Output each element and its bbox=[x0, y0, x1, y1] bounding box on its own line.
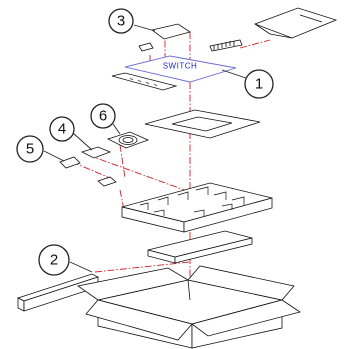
assembly-axis-lines bbox=[71, 28, 271, 300]
plastic-bag bbox=[253, 7, 338, 39]
quick-guide-card bbox=[151, 23, 191, 40]
small-tag bbox=[59, 156, 81, 169]
callout-6: 6 bbox=[90, 103, 116, 129]
shipping-box bbox=[77, 265, 301, 349]
callout-5-number: 5 bbox=[26, 141, 34, 158]
callout-5: 5 bbox=[16, 135, 44, 163]
callout-1: 1 bbox=[244, 69, 274, 99]
callout-2-number: 2 bbox=[50, 252, 58, 269]
base-plate bbox=[147, 230, 253, 264]
callout-1-number: 1 bbox=[255, 76, 263, 93]
callout-6-number: 6 bbox=[99, 108, 107, 125]
long-bar bbox=[16, 273, 100, 312]
connector-strip bbox=[209, 39, 243, 52]
callout-leaders bbox=[43, 24, 247, 273]
callout-3-number: 3 bbox=[117, 13, 125, 30]
callout-4-number: 4 bbox=[58, 121, 66, 138]
foam-tray bbox=[144, 109, 261, 139]
callout-3: 3 bbox=[108, 8, 134, 34]
switch-label: SWITCH bbox=[163, 62, 198, 71]
clip-part bbox=[97, 176, 117, 187]
small-pad bbox=[138, 42, 154, 52]
switch-device: SWITCH bbox=[111, 55, 237, 91]
foam-insert bbox=[121, 182, 273, 233]
callout-2: 2 bbox=[38, 244, 70, 276]
small-block bbox=[80, 146, 112, 159]
callout-4: 4 bbox=[49, 116, 75, 142]
ring-part bbox=[106, 131, 150, 149]
